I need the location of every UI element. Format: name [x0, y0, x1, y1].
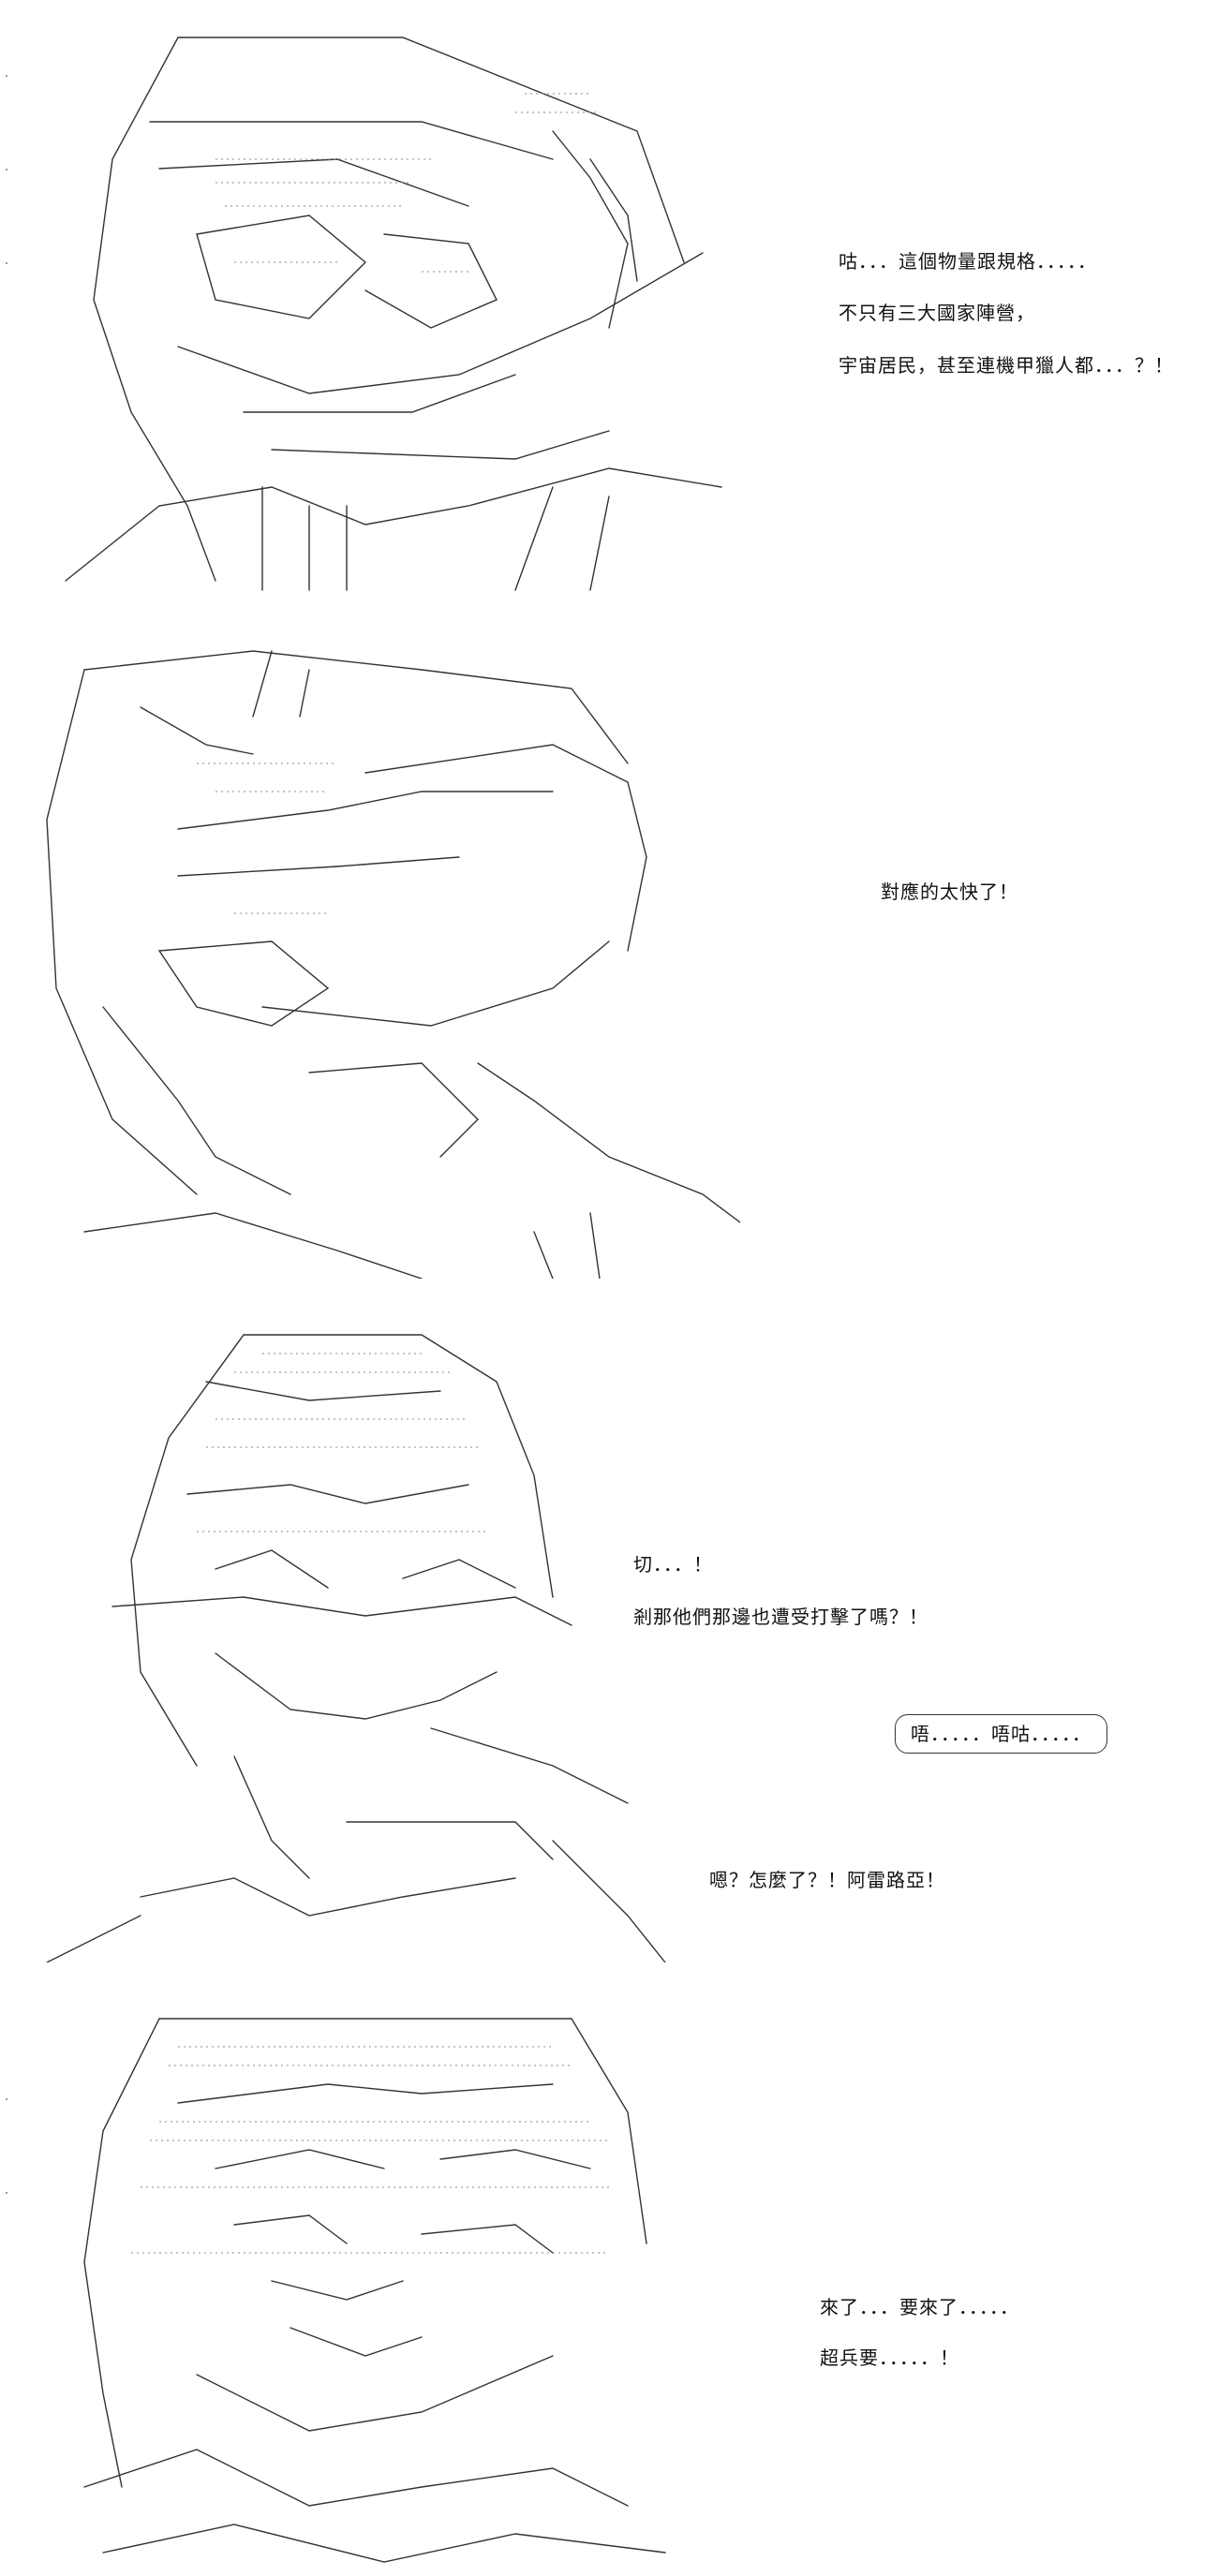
margin-dot	[6, 262, 7, 264]
thought-bubble: 唔．．．．．唔咕．．．．．	[895, 1714, 1107, 1754]
dialogue-line: 咕．．．這個物量跟規格．．．．．	[839, 250, 1097, 273]
ascii-art-character-alert	[28, 2000, 740, 2571]
dialogue-line: 超兵要．．．．．！	[820, 2347, 959, 2369]
panel-1: 咕．．．這個物量跟規格．．．．． 不只有三大國家陣營， 宇宙居民，甚至連機甲獵人…	[0, 0, 1218, 609]
margin-dot	[6, 2098, 7, 2100]
margin-dot	[6, 75, 7, 77]
ascii-art-character-armored-pilot	[28, 19, 740, 600]
dialogue-line: 不只有三大國家陣營，	[839, 302, 1035, 324]
dialogue-line: 宇宙居民，甚至連機甲獵人都．．．？！	[839, 354, 1174, 377]
panel-2: 對應的太快了！	[0, 618, 1218, 1293]
margin-dot	[6, 2192, 7, 2194]
dialogue-line: 嗯？怎麼了？！阿雷路亞！	[709, 1869, 945, 1891]
ascii-art-character-hooded-figure	[28, 1316, 740, 1962]
panel-3: 切．．．！ 剎那他們那邊也遭受打擊了嗎？！ 唔．．．．．唔咕．．．．． 嗯？怎麼…	[0, 1302, 1218, 1976]
panel-4: 來了．．．要來了．．．．． 超兵要．．．．．！	[0, 1986, 1218, 2576]
dialogue-line: 剎那他們那邊也遭受打擊了嗎？！	[633, 1606, 928, 1628]
margin-dot	[6, 169, 7, 170]
dialogue-line: 切．．．！	[633, 1553, 713, 1576]
dialogue-line: 對應的太快了！	[881, 881, 1018, 903]
dialogue-line: 來了．．．要來了．．．．．	[820, 2296, 1019, 2318]
ascii-art-character-shouting	[28, 632, 740, 1279]
